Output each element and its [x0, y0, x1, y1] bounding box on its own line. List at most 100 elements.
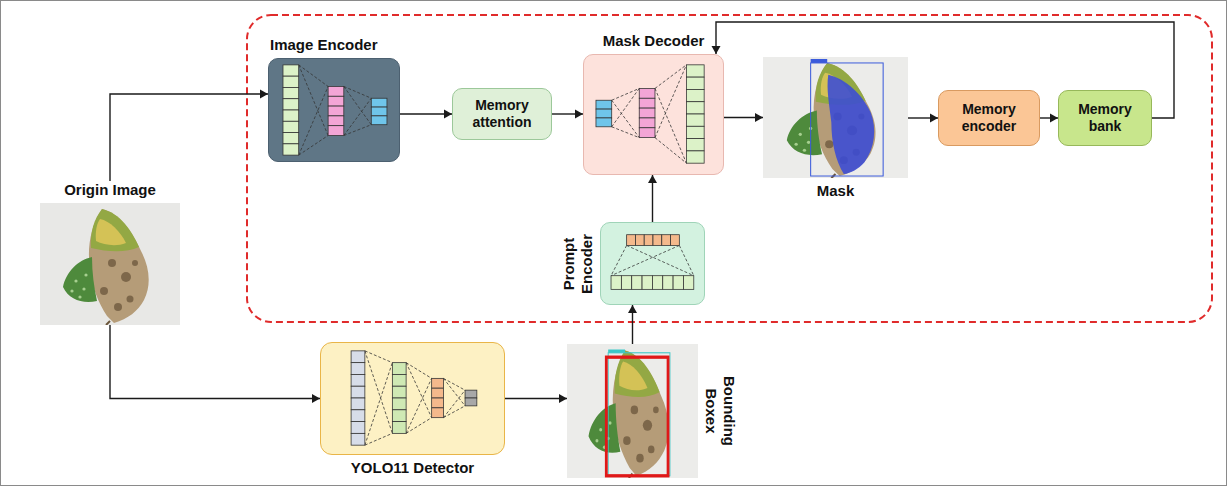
disease-spot	[631, 406, 638, 415]
layer-cell	[596, 109, 612, 118]
leaf-lobe	[63, 257, 97, 302]
layer-cell	[283, 65, 299, 76]
layer-cell	[432, 378, 444, 388]
mask-image: Mask	[763, 57, 908, 200]
arrowhead	[930, 114, 938, 123]
layer-cell	[351, 351, 365, 363]
layer-cell	[351, 410, 365, 422]
network-illustration	[601, 223, 704, 304]
layer-cell	[371, 98, 387, 107]
layer-cell	[663, 276, 673, 290]
layer-cell	[673, 276, 683, 290]
arrowhead	[559, 394, 567, 403]
network-illustration	[321, 343, 504, 454]
lobe-dot	[599, 428, 602, 432]
layer-cell	[652, 276, 662, 290]
connector-line	[505, 398, 567, 399]
layer-cell	[662, 235, 671, 246]
prompt-encoder-box: Prompt Encoder	[600, 222, 705, 305]
leaf-photo	[40, 203, 180, 325]
node-label: Mask Decoder	[523, 32, 784, 50]
arrowhead	[648, 175, 657, 183]
connector-arrow	[552, 110, 583, 119]
leaf-lobe	[589, 403, 621, 452]
node-label: Mask	[703, 182, 968, 200]
memory-attention-box: Memory attention	[452, 88, 552, 140]
disease-spot	[132, 260, 138, 266]
lobe-dot	[78, 295, 81, 298]
layer-cell	[392, 386, 406, 398]
layer-cell	[328, 86, 344, 96]
dashed-link	[443, 390, 465, 418]
arrowhead	[755, 113, 763, 122]
layer-cell	[371, 116, 387, 125]
lobe-dot	[82, 287, 85, 290]
node-label: YOLO11 Detector	[260, 459, 565, 477]
node-label: Prompt Encoder	[560, 226, 596, 302]
connector-arrow	[505, 394, 567, 403]
layer-cell	[639, 118, 655, 128]
dashed-link	[406, 418, 432, 434]
connector-arrow	[648, 175, 657, 222]
layer-cell	[283, 76, 299, 87]
arrowhead	[1050, 114, 1058, 123]
dashed-link	[365, 351, 393, 363]
mask-image-shape	[763, 57, 908, 178]
layer-cell	[642, 276, 652, 290]
prompt-encoder-box-shape	[600, 222, 705, 305]
layer-cell	[392, 363, 406, 375]
disease-spot	[623, 436, 630, 445]
layer-cell	[392, 422, 406, 434]
connector-arrow	[908, 114, 938, 123]
layer-cell	[635, 235, 644, 246]
layer-cell	[683, 276, 693, 290]
photo-background	[763, 57, 908, 178]
lobe-dot	[609, 421, 612, 425]
dashed-link	[299, 86, 328, 155]
disease-spot	[127, 296, 134, 303]
lobe-dot	[803, 149, 806, 152]
layer-cell	[632, 276, 642, 290]
node-label: Memory encoder	[945, 101, 1033, 135]
detector-box	[608, 353, 670, 476]
layer-cell	[432, 408, 444, 418]
yolo-detector-box: YOLO11 Detector	[320, 342, 505, 477]
layer-cell	[627, 235, 636, 246]
layer-cell	[686, 151, 704, 163]
layer-cell	[639, 108, 655, 118]
dashed-link	[443, 406, 465, 418]
mask-tag	[811, 59, 828, 63]
dashed-link	[365, 433, 393, 445]
connector-line	[110, 325, 320, 399]
network-illustration	[584, 55, 723, 174]
photo-background	[567, 344, 698, 478]
network-illustration	[269, 59, 399, 161]
leaf-body	[814, 63, 876, 176]
leaf-yellow-patch	[96, 219, 126, 245]
origin-image-shape	[40, 203, 180, 325]
layer-cell	[644, 235, 653, 246]
disease-spot	[653, 407, 659, 414]
mask-overlay	[828, 75, 875, 174]
dashed-link	[443, 378, 465, 406]
dashed-link	[299, 65, 328, 136]
layer-cell	[283, 87, 299, 98]
layer-cell	[432, 398, 444, 408]
yolo-detector-box-shape	[320, 342, 505, 455]
node-label: Image Encoder	[270, 36, 460, 54]
image-encoder-box-shape	[268, 58, 400, 162]
arrowhead	[575, 110, 583, 119]
dashed-link	[611, 245, 627, 275]
detector-tag	[608, 349, 625, 352]
origin-image: Origin Image	[40, 181, 180, 325]
bounding-box	[606, 357, 668, 476]
leaf-body	[89, 209, 149, 323]
arrowhead	[312, 394, 320, 403]
dashed-link	[344, 98, 371, 135]
layer-cell	[465, 390, 477, 398]
lobe-dot	[595, 439, 598, 443]
layer-cell	[611, 276, 621, 290]
